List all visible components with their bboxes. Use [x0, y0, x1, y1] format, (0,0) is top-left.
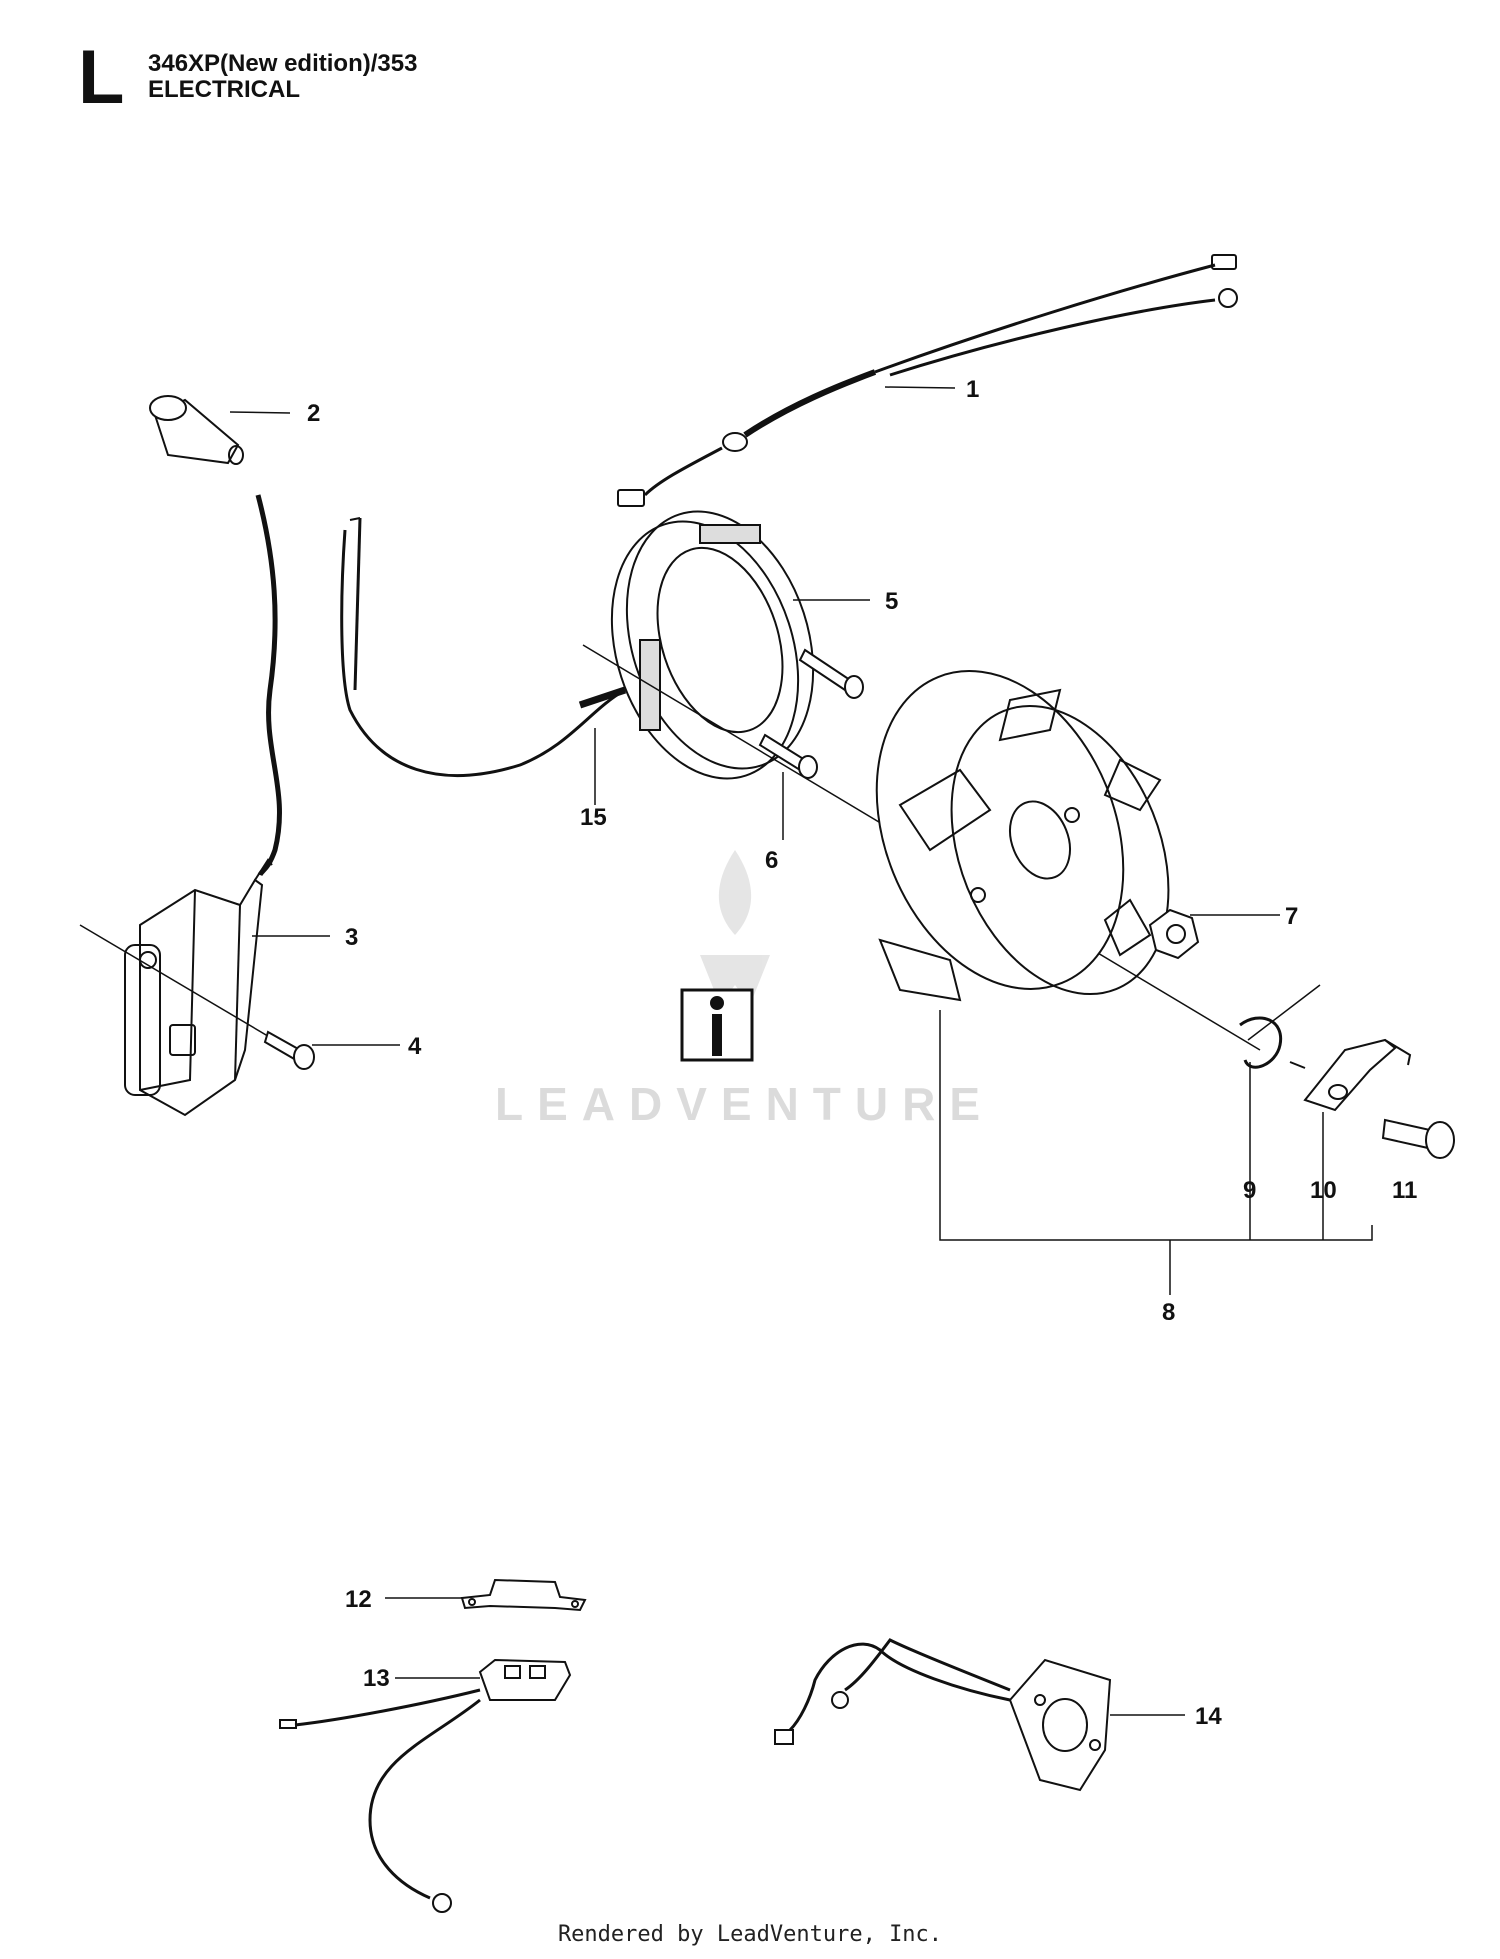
- part-5-generator[interactable]: [581, 487, 845, 802]
- callout-13: 13: [363, 1665, 390, 1692]
- callout-4: 4: [408, 1033, 422, 1060]
- callout-6: 6: [765, 847, 778, 874]
- leader-lines: [229, 386, 1373, 1716]
- callout-numbers: 1 2 3 4 5 6 7 8 9 10 11 12 13 14 15: [307, 376, 1417, 1730]
- part-12-bracket[interactable]: [460, 1578, 587, 1612]
- callout-9: 9: [1243, 1177, 1256, 1204]
- section-title: ELECTRICAL: [148, 76, 300, 103]
- part-11-pawl-bolt[interactable]: [1381, 1118, 1455, 1159]
- callout-10: 10: [1310, 1177, 1337, 1204]
- part-14-stop-switch-plate[interactable]: [774, 1638, 1112, 1792]
- callout-2: 2: [307, 400, 320, 427]
- section-letter: L: [78, 35, 125, 120]
- callout-3: 3: [345, 924, 358, 951]
- callout-15: 15: [580, 804, 607, 831]
- part-9-spring[interactable]: [1239, 984, 1321, 1069]
- part-10-pawl[interactable]: [1303, 1038, 1412, 1112]
- callout-11: 11: [1392, 1177, 1417, 1204]
- flywheel[interactable]: [832, 634, 1209, 1027]
- callout-5: 5: [885, 588, 898, 615]
- part-15-generator-wire[interactable]: [340, 517, 627, 777]
- callout-12: 12: [345, 1586, 372, 1613]
- part-13-switch[interactable]: [279, 1658, 572, 1913]
- callout-1: 1: [966, 376, 979, 403]
- part-4-screw[interactable]: [79, 924, 315, 1070]
- callout-7: 7: [1285, 903, 1298, 930]
- footer-credit: Rendered by LeadVenture, Inc.: [557, 1922, 943, 1947]
- model-title: 346XP(New edition)/353: [148, 50, 418, 77]
- part-7-nut[interactable]: [1148, 908, 1200, 960]
- part-1-wire-harness[interactable]: [617, 254, 1238, 507]
- ht-lead-wire: [255, 494, 282, 877]
- callout-14: 14: [1195, 1703, 1222, 1730]
- callout-8: 8: [1162, 1299, 1175, 1326]
- watermark: LEADVENTURE: [495, 850, 994, 1130]
- part-3-ignition-module[interactable]: [124, 858, 273, 1117]
- part-2-spark-plug-boot[interactable]: [149, 395, 244, 465]
- watermark-text: LEADVENTURE: [495, 1078, 994, 1130]
- part-6-screws[interactable]: [758, 648, 864, 779]
- info-wrench-icon: [680, 988, 754, 1062]
